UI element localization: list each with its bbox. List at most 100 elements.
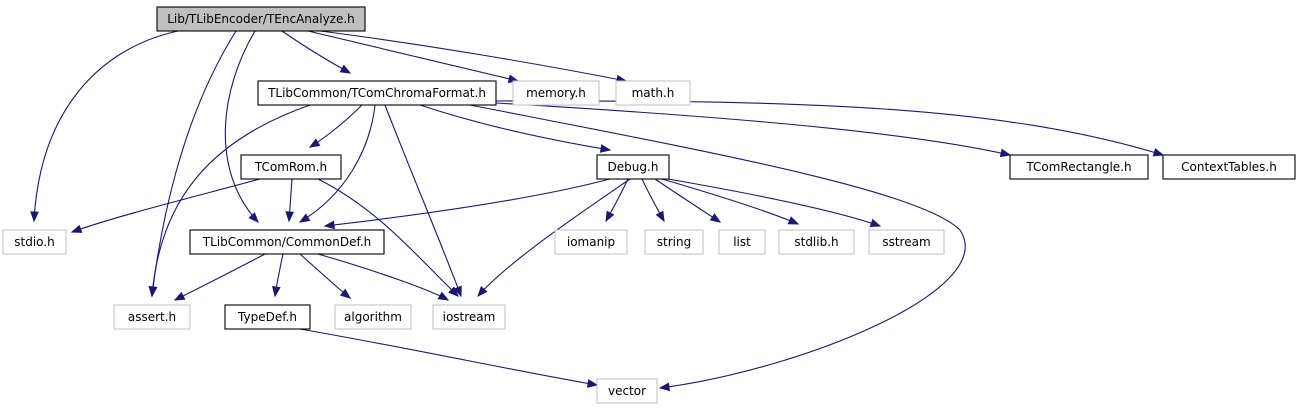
edge-line — [319, 30, 627, 82]
edge-debug-to-common — [323, 178, 611, 230]
arrowhead-icon — [30, 211, 39, 223]
edge-root-to-assert — [148, 30, 237, 298]
node-math: math.h — [615, 80, 691, 106]
arrowhead-icon — [658, 382, 670, 392]
node-label: list — [733, 235, 751, 249]
arrowhead-icon — [787, 216, 800, 225]
edge-line — [495, 102, 1011, 156]
edge-typedef-to-vector — [299, 328, 599, 388]
arrowhead-icon — [1152, 148, 1165, 157]
node-box — [644, 229, 704, 255]
node-label: TLibCommon/CommonDef.h — [202, 235, 372, 249]
edge-line — [469, 104, 966, 389]
arrowhead-icon — [339, 288, 352, 299]
arrowhead-icon — [437, 291, 450, 301]
node-label: iomanip — [567, 235, 615, 249]
node-iostream: iostream — [432, 304, 506, 330]
edge-common-to-iostream — [317, 253, 450, 301]
edge-line — [307, 30, 519, 82]
arrowhead-icon — [586, 379, 599, 388]
edge-rom-to-iostream — [317, 178, 459, 297]
edge-line — [654, 178, 721, 223]
node-label: string — [657, 235, 691, 249]
edge-line — [151, 104, 311, 297]
edge-line — [317, 253, 449, 301]
arrowhead-icon — [323, 220, 335, 230]
edge-root-to-common — [224, 30, 259, 223]
edge-line — [224, 30, 259, 223]
node-typedef[interactable]: TypeDef.h — [224, 304, 311, 330]
edge-line — [151, 30, 237, 297]
node-debug[interactable]: Debug.h — [596, 154, 670, 180]
node-box — [240, 154, 342, 180]
arrowhead-icon — [173, 291, 186, 301]
nodes-layer: Lib/TLibEncoder/TEncAnalyze.hTLibCommon/… — [2, 6, 1296, 404]
node-common[interactable]: TLibCommon/CommonDef.h — [189, 229, 385, 255]
edge-chroma-to-assert — [148, 104, 311, 298]
node-box — [1009, 154, 1149, 180]
arrowhead-icon — [248, 212, 259, 223]
node-assert: assert.h — [113, 304, 191, 330]
edge-root-to-math — [319, 30, 628, 84]
node-box — [224, 304, 311, 330]
node-box — [718, 229, 766, 255]
node-algorithm: algorithm — [334, 304, 412, 330]
edge-root-to-memory — [307, 30, 520, 83]
node-box — [334, 304, 412, 330]
node-stdlib: stdlib.h — [778, 229, 855, 255]
node-label: TComRom.h — [254, 160, 327, 174]
arrowhead-icon — [448, 286, 459, 297]
node-rom[interactable]: TComRom.h — [240, 154, 342, 180]
arrowhead-icon — [477, 286, 488, 298]
node-root[interactable]: Lib/TLibEncoder/TEncAnalyze.h — [156, 6, 366, 32]
node-stdio: stdio.h — [2, 229, 67, 255]
node-label: iostream — [443, 310, 496, 324]
node-string: string — [644, 229, 704, 255]
edge-chroma-to-vector — [469, 104, 966, 392]
node-chroma[interactable]: TLibCommon/TComChromaFormat.h — [257, 80, 497, 106]
edges-layer — [30, 30, 1165, 392]
edge-debug-to-iostream — [477, 178, 631, 298]
edge-chroma-to-common — [298, 104, 376, 223]
node-label: TLibCommon/TComChromaFormat.h — [267, 86, 486, 100]
arrowhead-icon — [70, 224, 83, 233]
node-box — [596, 378, 658, 404]
edge-line — [299, 104, 376, 223]
node-memory: memory.h — [512, 80, 600, 106]
edge-debug-to-iomanip — [605, 178, 629, 223]
node-box — [257, 80, 497, 106]
node-label: TypeDef.h — [237, 310, 297, 324]
node-box — [1162, 154, 1296, 180]
node-label: ContextTables.h — [1181, 160, 1277, 174]
arrowhead-icon — [709, 213, 722, 223]
edge-chroma-to-iostream — [384, 104, 462, 298]
arrowhead-icon — [272, 285, 281, 298]
edge-rom-to-common — [285, 178, 295, 223]
edge-line — [299, 328, 598, 386]
node-box — [615, 80, 691, 106]
edge-debug-to-string — [641, 178, 665, 223]
node-label: stdlib.h — [794, 235, 838, 249]
node-box — [596, 154, 670, 180]
edge-root-to-stdio — [30, 30, 179, 223]
node-rect[interactable]: TComRectangle.h — [1009, 154, 1149, 180]
edge-common-to-assert — [173, 253, 266, 301]
node-label: sstream — [882, 235, 930, 249]
edge-line — [661, 178, 799, 225]
edge-common-to-algorithm — [299, 253, 352, 299]
edge-rom-to-stdio — [70, 178, 261, 233]
node-box — [554, 229, 628, 255]
node-iomanip: iomanip — [554, 229, 628, 255]
edge-debug-to-stdlib — [661, 178, 800, 225]
edge-line — [71, 178, 261, 233]
edge-line — [317, 178, 459, 297]
arrowhead-icon — [869, 218, 882, 227]
node-list: list — [718, 229, 766, 255]
edge-common-to-typedef — [272, 253, 284, 298]
node-box — [113, 304, 191, 330]
edge-line — [384, 104, 462, 297]
arrowhead-icon — [999, 148, 1012, 158]
node-label: math.h — [632, 86, 675, 100]
node-ctx[interactable]: ContextTables.h — [1162, 154, 1296, 180]
